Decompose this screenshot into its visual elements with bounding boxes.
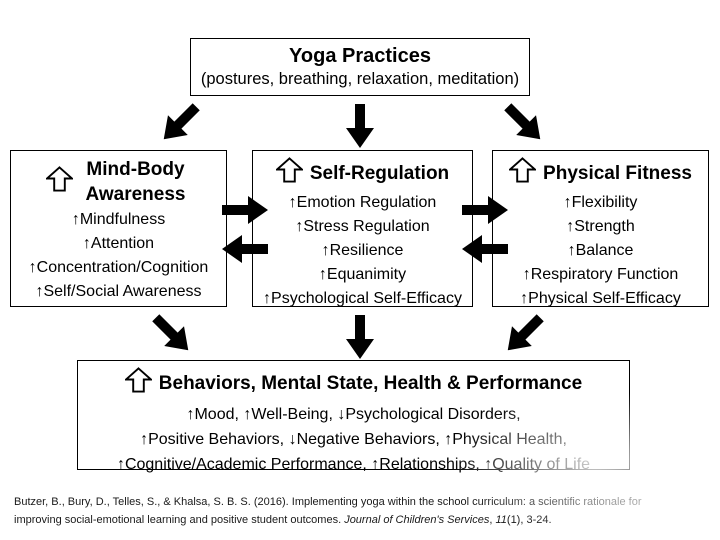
yoga-practices-subtitle: (postures, breathing, relaxation, medita… <box>200 70 520 88</box>
up-block-arrow-icon <box>507 157 538 190</box>
arrow-physical-fitness-to-behaviors <box>507 314 544 351</box>
up-block-arrow-icon <box>123 367 154 400</box>
self-regulation-item: ↑Resilience <box>321 242 404 259</box>
citation-text: Butzer, B., Bury, D., Telles, S., & Khal… <box>14 494 709 529</box>
physical-fitness-title: Physical Fitness <box>543 163 692 184</box>
self-regulation-item: ↑Emotion Regulation <box>288 194 437 211</box>
up-block-arrow-icon <box>274 157 305 190</box>
physical-fitness-item: ↑Strength <box>566 218 635 235</box>
mind-body-title: Mind-Body Awareness <box>85 159 186 205</box>
self-regulation-item: ↑Psychological Self-Efficacy <box>263 290 462 307</box>
self-regulation-item: ↑Stress Regulation <box>295 218 430 235</box>
arrow-self-regulation-to-physical-fitness <box>462 196 508 224</box>
arrow-yoga-to-self-regulation <box>346 104 374 148</box>
arrow-physical-fitness-to-self-regulation <box>462 235 508 263</box>
mind-body-awareness-box: Mind-Body Awareness ↑Mindfulness ↑Attent… <box>10 150 227 307</box>
self-regulation-title-row: Self-Regulation <box>253 157 472 190</box>
up-block-arrow-icon <box>43 165 75 199</box>
self-regulation-box: Self-Regulation ↑Emotion Regulation ↑Str… <box>252 150 473 307</box>
behaviors-title: Behaviors, Mental State, Health & Perfor… <box>158 373 583 394</box>
behaviors-line: ↑Positive Behaviors, ↓Negative Behaviors… <box>140 431 567 448</box>
behaviors-outcomes-box: Behaviors, Mental State, Health & Perfor… <box>77 360 630 473</box>
citation-line-2: improving social-emotional learning and … <box>14 513 552 526</box>
physical-fitness-item: ↑Physical Self-Efficacy <box>520 290 681 307</box>
physical-fitness-item: ↑Respiratory Function <box>522 266 679 283</box>
arrow-mind-body-to-self-regulation <box>222 196 268 224</box>
arrow-self-regulation-to-mind-body <box>222 235 268 263</box>
physical-fitness-item: ↑Balance <box>567 242 634 259</box>
arrow-mind-body-to-behaviors <box>152 314 189 351</box>
self-regulation-title: Self-Regulation <box>309 163 450 184</box>
physical-fitness-box: Physical Fitness ↑Flexibility ↑Strength … <box>492 150 709 307</box>
physical-fitness-title-row: Physical Fitness <box>493 157 708 190</box>
mind-body-item: ↑Mindfulness <box>71 211 166 228</box>
mind-body-title-row: Mind-Body Awareness <box>11 157 226 207</box>
arrow-yoga-to-mind-body <box>163 103 200 140</box>
yoga-practices-box: Yoga Practices (postures, breathing, rel… <box>190 38 530 96</box>
behaviors-line: ↑Mood, ↑Well-Being, ↓Psychological Disor… <box>186 406 521 423</box>
mind-body-item: ↑Self/Social Awareness <box>35 283 202 300</box>
yoga-practices-title: Yoga Practices <box>289 45 431 67</box>
behaviors-line: ↑Cognitive/Academic Performance, ↑Relati… <box>116 456 591 473</box>
mind-body-item: ↑Concentration/Cognition <box>28 259 209 276</box>
behaviors-title-row: Behaviors, Mental State, Health & Perfor… <box>78 367 629 400</box>
self-regulation-item: ↑Equanimity <box>318 266 407 283</box>
arrow-yoga-to-physical-fitness <box>504 103 541 140</box>
mind-body-item: ↑Attention <box>82 235 155 252</box>
citation-line-1: Butzer, B., Bury, D., Telles, S., & Khal… <box>14 496 642 508</box>
physical-fitness-item: ↑Flexibility <box>563 194 638 211</box>
arrow-self-regulation-to-behaviors <box>346 315 374 359</box>
